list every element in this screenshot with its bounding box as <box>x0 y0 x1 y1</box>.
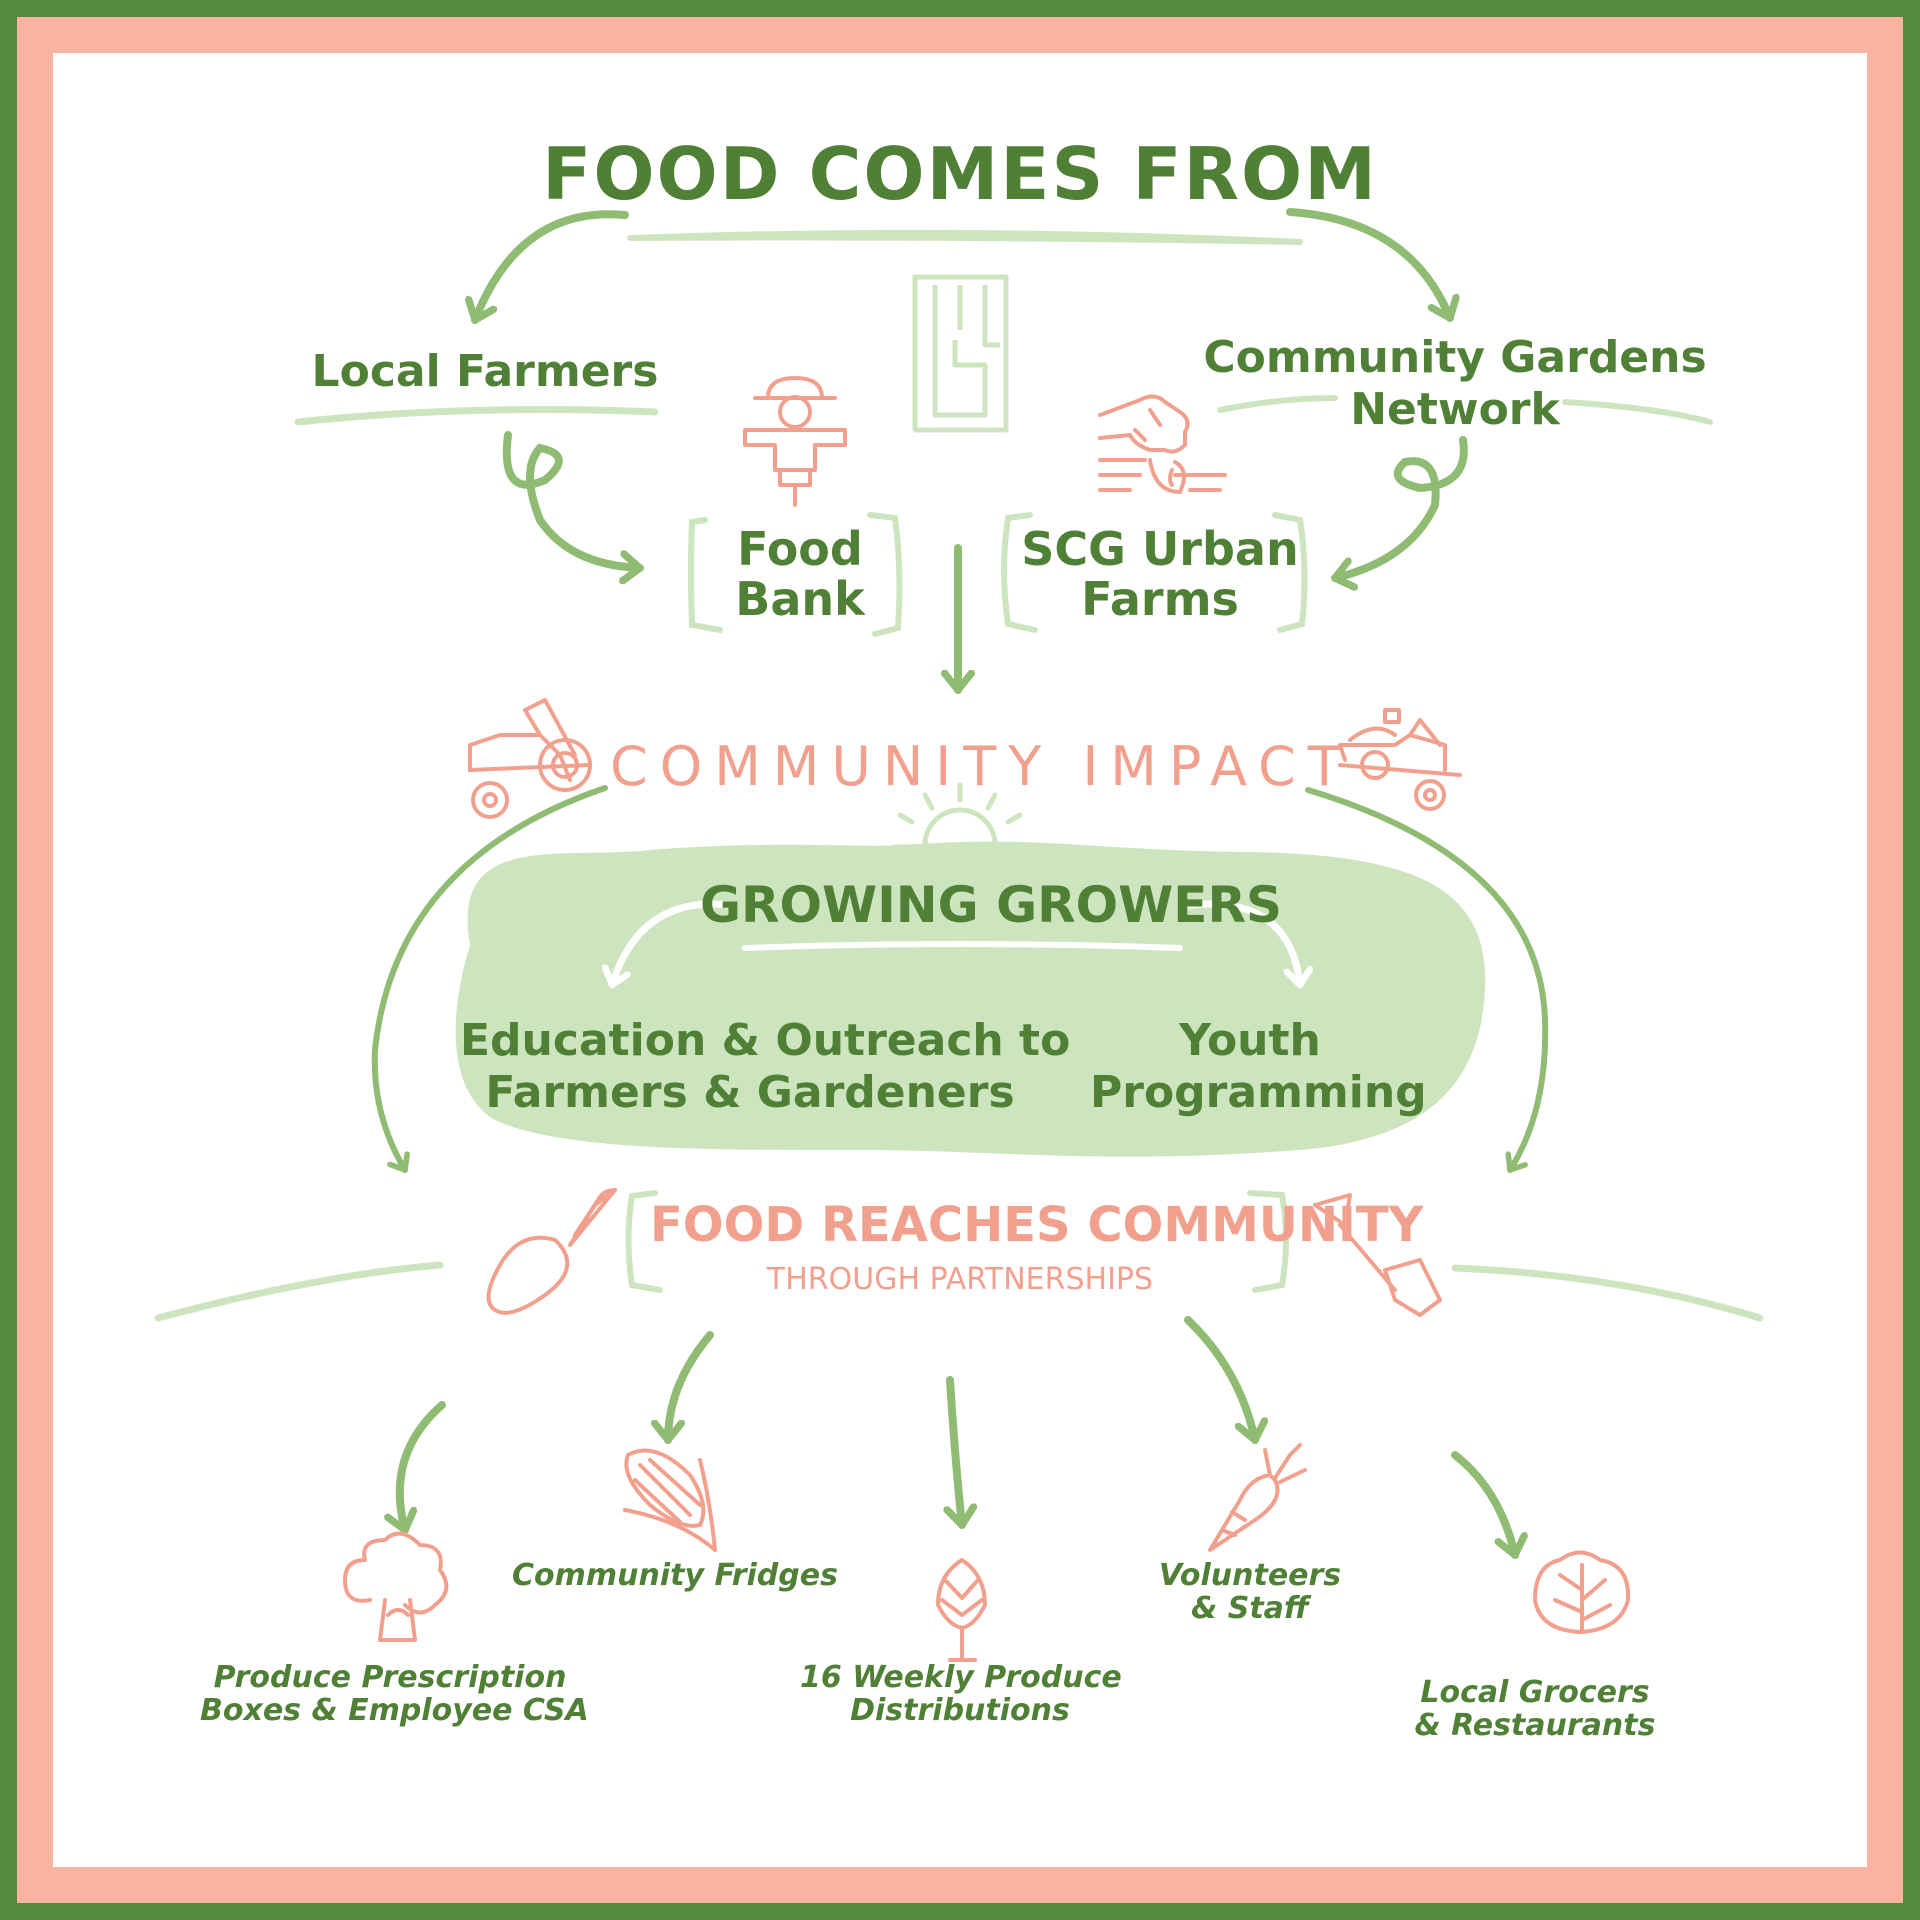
arrow-to-local-farmers <box>475 210 629 324</box>
growing-growers-underline <box>742 941 1183 951</box>
growing-growers-blob <box>455 841 1486 1157</box>
grocers-label-line1: Local Grocers <box>1420 1675 1650 1710</box>
youth-label-line1: Youth <box>1179 1015 1321 1066</box>
arrow-left-long <box>371 785 608 1173</box>
volunteers-label-line2: & Staff <box>1191 1591 1309 1626</box>
food-bank-bracket-left <box>688 517 723 633</box>
gardens-underline-left <box>1217 395 1338 413</box>
building-logo-icon <box>912 274 1009 433</box>
corn-icon <box>623 1448 717 1552</box>
community-gardens-label-line2: Network <box>1350 384 1560 435</box>
page-title: FOOD COMES FROM <box>542 132 1378 216</box>
grocers-label-line2: & Restaurants <box>1414 1708 1656 1743</box>
arrow-right-long <box>1305 787 1549 1173</box>
food-reaches-subheading: THROUGH PARTNERSHIPS <box>766 1262 1154 1297</box>
arrow-to-community-fridges <box>668 1331 714 1444</box>
volunteers-label-line1: Volunteers <box>1158 1558 1342 1593</box>
reach-swoosh-left <box>154 1261 444 1322</box>
scarecrow-icon <box>743 376 847 507</box>
produce-prescription-label-line2: Boxes & Employee CSA <box>200 1693 589 1728</box>
community-gardens-label-line1: Community Gardens <box>1203 332 1707 383</box>
reach-bracket-left <box>625 1190 663 1293</box>
arrow-to-community-gardens <box>1286 208 1450 322</box>
carrot-icon <box>1208 1443 1307 1552</box>
community-fridges-label: Community Fridges <box>512 1558 838 1593</box>
urban-farms-bracket-right <box>1272 512 1308 633</box>
food-bank-bracket-right <box>867 512 903 637</box>
loop-arrow-to-urban-farms <box>1331 436 1468 578</box>
reach-bracket-right <box>1247 1190 1289 1293</box>
sun-icon <box>892 782 1028 850</box>
seed-hand-icon <box>1098 394 1227 494</box>
tractor-icon <box>468 698 592 819</box>
education-label-line1: Education & Outreach to <box>460 1015 1071 1066</box>
trowel-icon <box>486 1188 617 1315</box>
youth-label-line2: Programming <box>1090 1067 1427 1118</box>
arrow-to-grocers <box>1451 1451 1515 1559</box>
produce-prescription-label-line1: Produce Prescription <box>213 1660 567 1695</box>
local-farmers-underline <box>294 406 659 426</box>
urban-farms-label-line1: SCG Urban <box>1021 522 1299 576</box>
food-bank-label-line1: Food <box>737 522 863 576</box>
growing-growers-heading: GROWING GROWERS <box>700 876 1282 934</box>
truck-icon <box>1338 708 1462 811</box>
artichoke-icon <box>936 1558 987 1662</box>
weekly-distributions-label-line1: 16 Weekly Produce <box>800 1660 1122 1695</box>
gardens-underline-right <box>1562 399 1713 425</box>
education-label-line2: Farmers & Gardeners <box>485 1067 1015 1118</box>
shovel-icon <box>1313 1193 1442 1317</box>
arrow-to-education <box>612 900 734 989</box>
arrow-to-youth <box>1186 900 1300 989</box>
food-bank-label-line2: Bank <box>735 572 865 626</box>
cabbage-icon <box>1533 1550 1631 1634</box>
local-farmers-label: Local Farmers <box>311 346 659 397</box>
arrow-to-weekly-distributions <box>950 1376 962 1529</box>
food-reaches-heading: FOOD REACHES COMMUNITY <box>650 1197 1424 1253</box>
arrow-to-produce-prescription <box>400 1401 446 1534</box>
urban-farms-label-line2: Farms <box>1081 572 1239 626</box>
reach-swoosh-right <box>1451 1264 1764 1322</box>
broccoli-icon <box>343 1531 449 1642</box>
title-underline <box>627 229 1303 245</box>
urban-farms-bracket-left <box>1001 512 1038 633</box>
weekly-distributions-label-line2: Distributions <box>850 1693 1070 1728</box>
arrow-to-volunteers <box>1184 1316 1255 1444</box>
community-impact-heading: COMMUNITY IMPACT <box>610 735 1353 798</box>
loop-arrow-to-food-bank <box>502 431 644 568</box>
